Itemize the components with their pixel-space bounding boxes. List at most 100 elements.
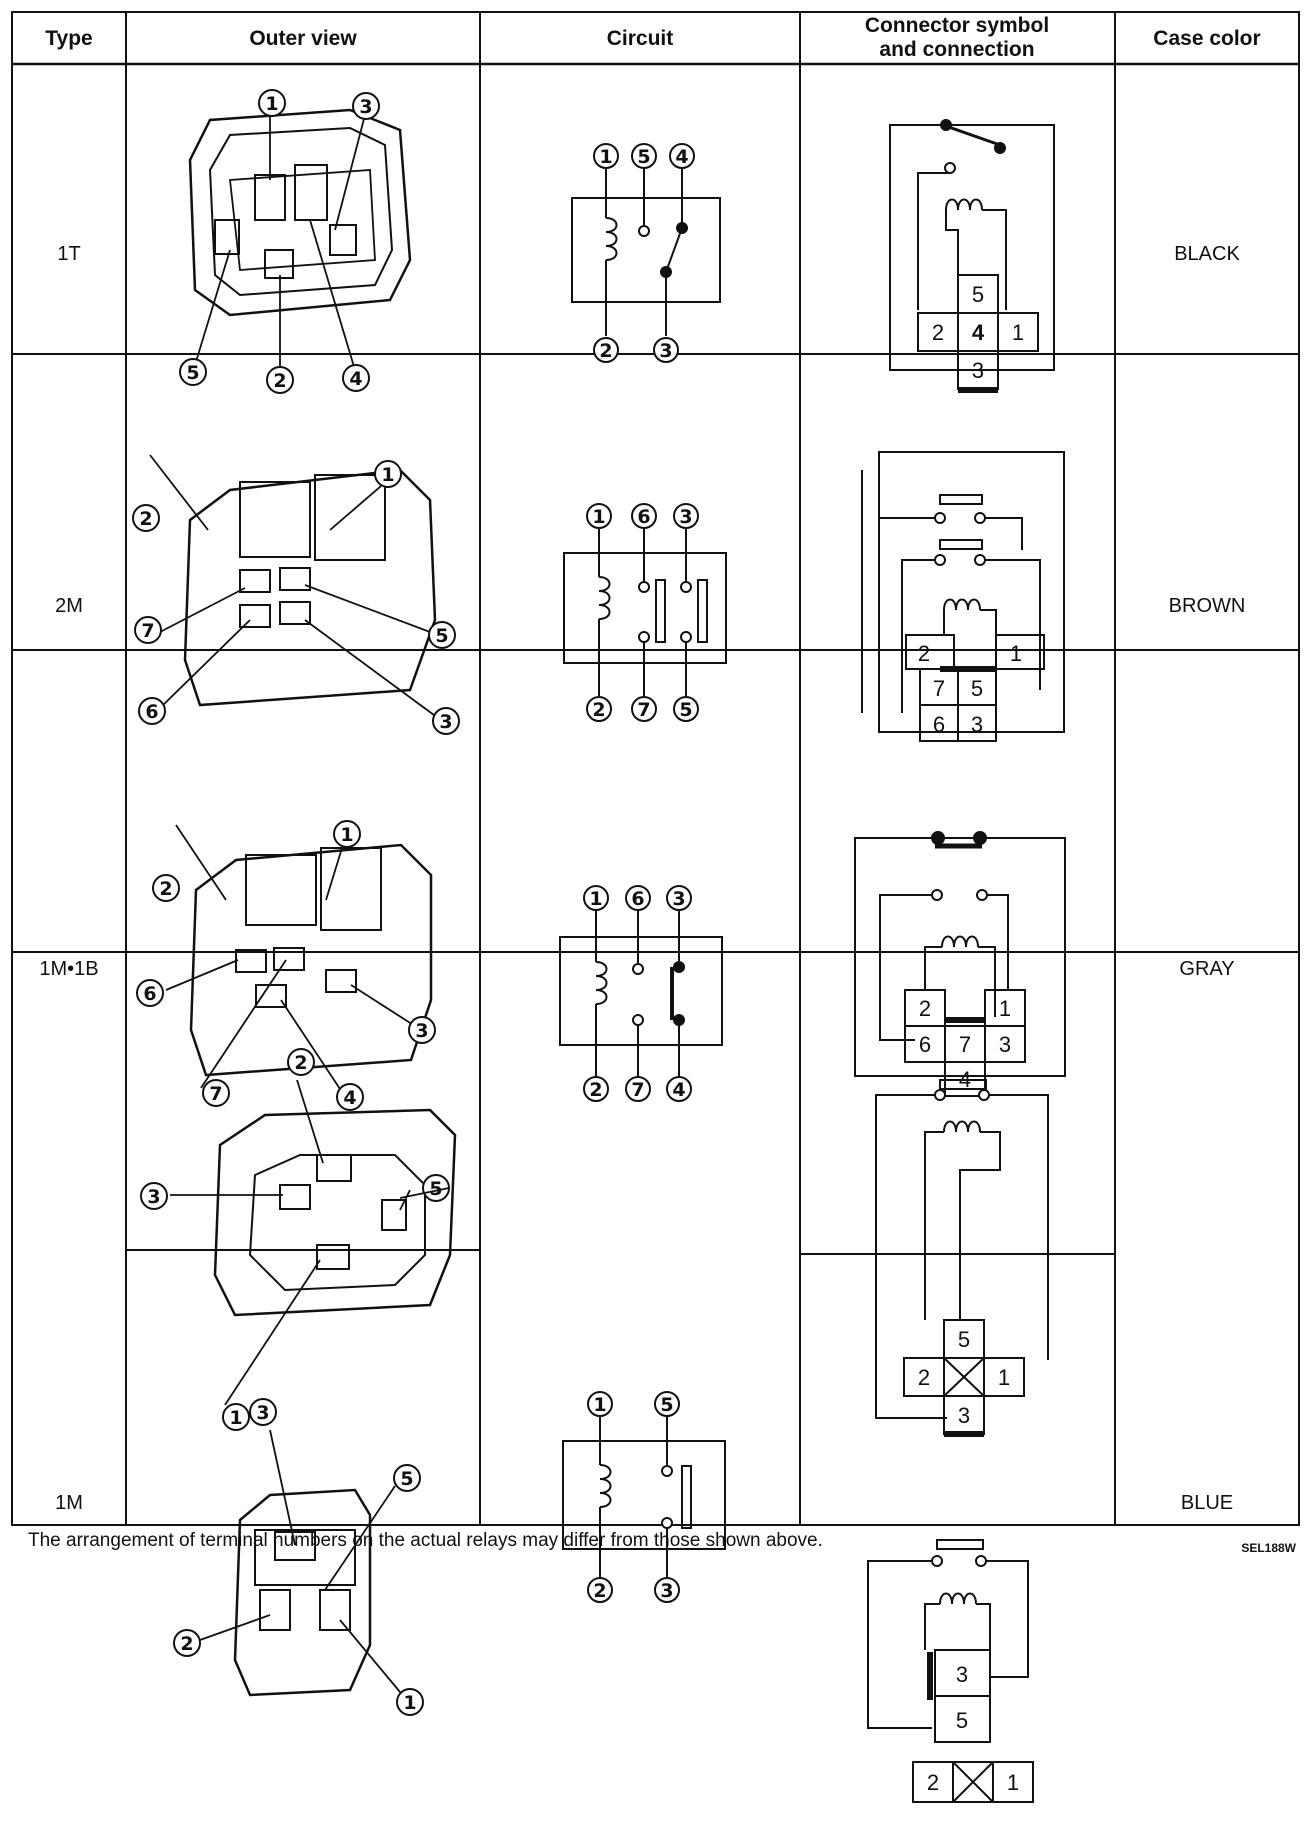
pin-label: 5 <box>186 362 199 384</box>
terminal-1: 1 <box>998 1365 1010 1390</box>
pin-label: 2 <box>599 340 612 362</box>
terminal-3: 3 <box>999 1032 1011 1057</box>
terminal-5: 5 <box>972 282 984 307</box>
pin-label: 5 <box>429 1178 442 1200</box>
header-outer-view: Outer view <box>249 27 357 50</box>
header-connector-line2: and connection <box>879 38 1034 61</box>
terminal-5: 5 <box>956 1708 968 1733</box>
pin-label: 2 <box>593 1580 606 1602</box>
footnote: The arrangement of terminal numbers on t… <box>28 1530 823 1551</box>
case-color-column: BLACK BROWN GRAY BLUE <box>1169 243 1246 1514</box>
header-type: Type <box>45 27 92 50</box>
pin-label: 7 <box>631 1079 644 1101</box>
pin-label: 6 <box>631 888 644 910</box>
pin-label: 3 <box>679 506 692 528</box>
outer-1m-a-pin-labels: 2 3 5 1 <box>140 1048 450 1431</box>
type-1m: 1M <box>55 1492 83 1514</box>
terminal-2: 2 <box>919 996 931 1021</box>
terminal-2: 2 <box>918 641 930 666</box>
pin-label: 2 <box>180 1633 193 1655</box>
pin-label: 6 <box>143 983 156 1005</box>
pin-label: 2 <box>592 699 605 721</box>
color-blue: BLUE <box>1181 1492 1233 1514</box>
pin-label: 4 <box>343 1087 356 1109</box>
connector-1m-b-labels: 3 5 2 1 <box>927 1662 1019 1795</box>
connector-2m <box>861 451 1065 742</box>
color-gray: GRAY <box>1179 958 1234 980</box>
pin-label: 1 <box>403 1692 416 1714</box>
pin-label: 3 <box>439 711 452 733</box>
pin-label: 3 <box>659 340 672 362</box>
terminal-3: 3 <box>956 1662 968 1687</box>
pin-label: 5 <box>637 146 650 168</box>
connector-1m1b <box>854 831 1066 1097</box>
circuit-1m1b <box>559 910 723 1078</box>
terminal-2: 2 <box>932 320 944 345</box>
pin-label: 4 <box>672 1079 685 1101</box>
outer-2m-pin-labels: 2 1 7 5 6 3 <box>132 460 460 735</box>
color-brown: BROWN <box>1169 595 1246 617</box>
pin-label: 2 <box>589 1079 602 1101</box>
terminal-1: 1 <box>999 996 1011 1021</box>
connector-1t <box>889 119 1055 393</box>
pin-label: 2 <box>294 1052 307 1074</box>
pin-label: 3 <box>256 1402 269 1424</box>
terminal-1: 1 <box>1010 641 1022 666</box>
pin-label: 4 <box>675 146 688 168</box>
pin-label: 2 <box>273 370 286 392</box>
type-1m1b: 1M•1B <box>39 958 98 980</box>
pin-label: 3 <box>660 1580 673 1602</box>
outer-view-1m-a <box>170 1079 457 1406</box>
pin-label: 1 <box>265 93 278 115</box>
terminal-7: 7 <box>959 1032 971 1057</box>
pin-label: 3 <box>359 96 372 118</box>
terminal-5: 5 <box>971 676 983 701</box>
outer-view-1m-b <box>199 1429 406 1699</box>
outer-view-1t <box>188 108 412 371</box>
pin-label: 3 <box>415 1020 428 1042</box>
color-black: BLACK <box>1174 243 1240 265</box>
pin-label: 1 <box>589 888 602 910</box>
connector-2m-labels: 2 1 7 5 6 3 <box>918 641 1022 737</box>
terminal-3: 3 <box>958 1403 970 1428</box>
pin-label: 5 <box>679 699 692 721</box>
circuit-2m-pin-labels: 1 6 3 2 7 5 <box>586 503 699 722</box>
pin-label: 2 <box>139 508 152 530</box>
type-2m: 2M <box>55 595 83 617</box>
pin-label: 3 <box>672 888 685 910</box>
pin-label: 7 <box>637 699 650 721</box>
header-connector-line1: Connector symbol <box>865 14 1049 37</box>
connector-1m-a <box>875 1079 1049 1437</box>
header-case-color: Case color <box>1153 27 1260 50</box>
terminal-4: 4 <box>972 320 985 345</box>
pin-label: 5 <box>400 1468 413 1490</box>
circuit-1m <box>562 1416 726 1578</box>
terminal-7: 7 <box>933 676 945 701</box>
pin-label: 2 <box>159 878 172 900</box>
type-1t: 1T <box>57 243 80 265</box>
pin-label: 1 <box>381 464 394 486</box>
header-row: Type Outer view Circuit Connector symbol… <box>45 14 1260 61</box>
pin-label: 1 <box>593 1394 606 1416</box>
outer-view-2m <box>149 454 439 719</box>
pin-label: 5 <box>435 625 448 647</box>
outer-1m1b-pin-labels: 2 1 6 3 7 4 <box>136 820 436 1111</box>
pin-label: 7 <box>141 620 154 642</box>
circuit-2m <box>563 528 727 696</box>
pin-label: 6 <box>145 701 158 723</box>
terminal-6: 6 <box>919 1032 931 1057</box>
pin-label: 1 <box>229 1407 242 1429</box>
pin-label: 3 <box>147 1186 160 1208</box>
terminal-1: 1 <box>1012 320 1024 345</box>
outer-1t-pin-labels: 1 3 5 2 4 <box>179 89 380 394</box>
table-grid <box>11 11 1300 1526</box>
pin-label: 5 <box>660 1394 673 1416</box>
outer-1m-b-pin-labels: 3 5 2 1 <box>173 1398 424 1716</box>
outer-view-1m1b <box>165 824 433 1096</box>
connector-1m-b <box>867 1539 1034 1803</box>
circuit-1t <box>571 168 721 336</box>
pin-label: 1 <box>599 146 612 168</box>
connector-1m1b-labels: 2 1 6 7 3 4 <box>919 996 1011 1092</box>
pin-label: 7 <box>209 1083 222 1105</box>
